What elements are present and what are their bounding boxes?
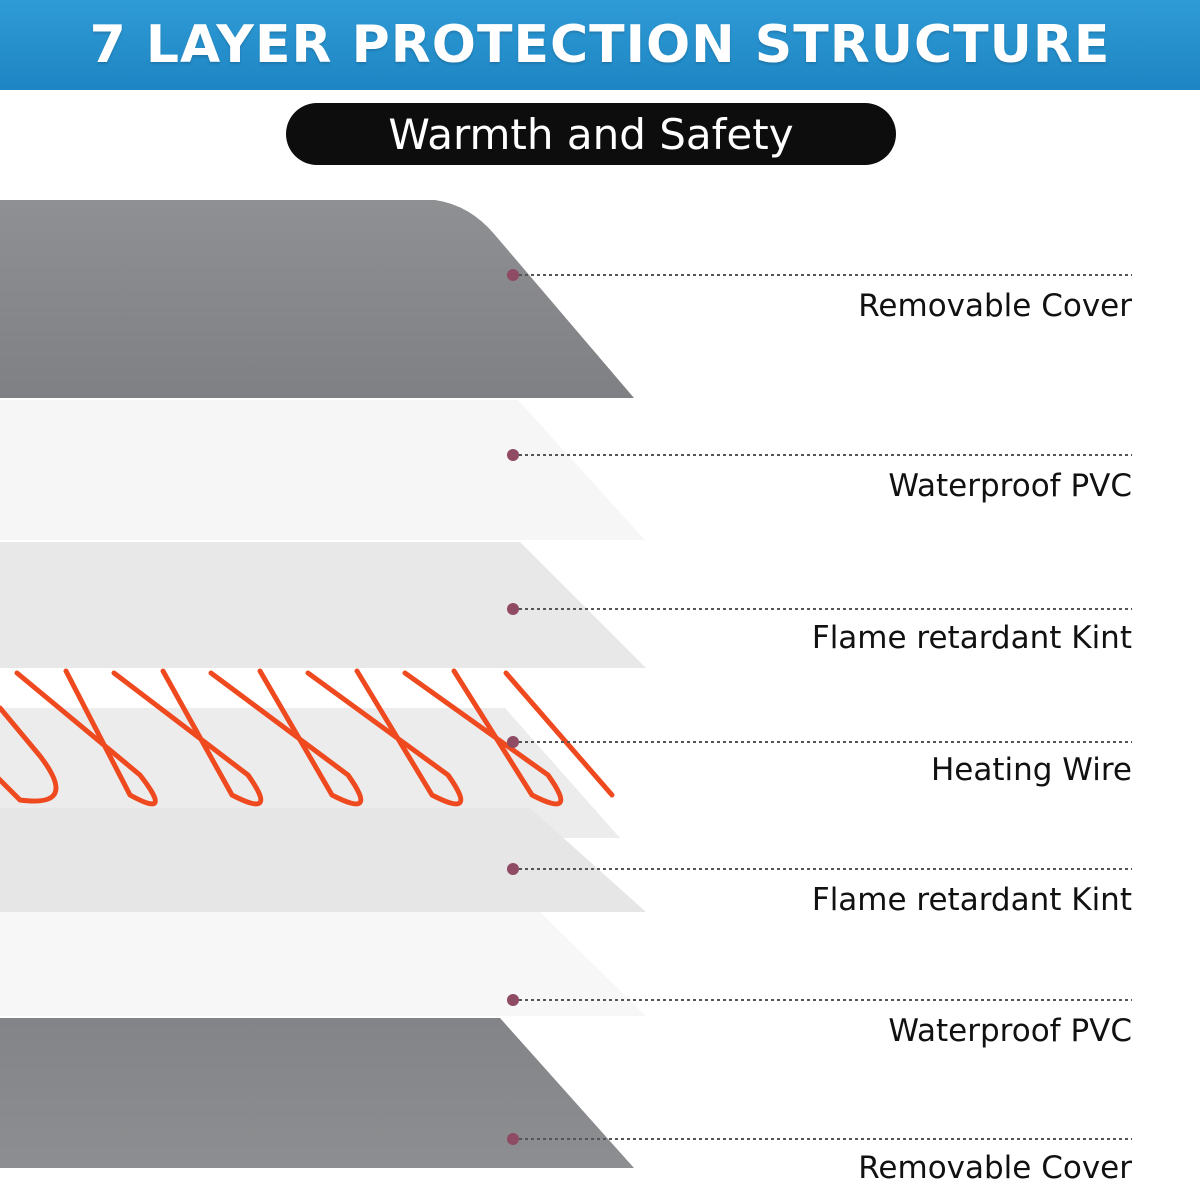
layer-flame-retardant-bottom — [0, 808, 646, 912]
layer-label-removable-cover-top: Removable Cover — [858, 288, 1132, 324]
layer-label-flame-retardant-top: Flame retardant Kint — [811, 620, 1132, 656]
layer-removable-cover-bottom — [0, 1018, 634, 1168]
layer-label-heating-wire: Heating Wire — [930, 752, 1132, 788]
layer-label-waterproof-pvc-bottom: Waterproof PVC — [888, 1013, 1132, 1049]
header-banner: 7 LAYER PROTECTION STRUCTURE — [0, 0, 1200, 90]
layer-flame-retardant-top — [0, 542, 646, 668]
layer-leader-6 — [507, 994, 1132, 1006]
subtitle: Warmth and Safety — [388, 109, 794, 159]
layer-leader-7 — [507, 1133, 1132, 1145]
layer-label-removable-cover-bottom: Removable Cover — [858, 1150, 1132, 1186]
layer-leader-4 — [507, 736, 1132, 748]
page-title: 7 LAYER PROTECTION STRUCTURE — [89, 15, 1111, 75]
layer-waterproof-pvc-bottom — [0, 912, 646, 1016]
layer-leader-2 — [507, 449, 1132, 461]
subtitle-pill: Warmth and Safety — [286, 103, 896, 165]
layer-removable-cover-top — [0, 200, 634, 398]
layer-leader-3 — [507, 603, 1132, 615]
layer-label-flame-retardant-bottom: Flame retardant Kint — [811, 882, 1132, 918]
layer-label-waterproof-pvc-top: Waterproof PVC — [888, 468, 1132, 504]
layer-leader-1 — [507, 269, 1132, 281]
layer-leader-5 — [507, 863, 1132, 875]
heating-wire — [0, 668, 615, 807]
layer-waterproof-pvc-top — [0, 400, 645, 540]
